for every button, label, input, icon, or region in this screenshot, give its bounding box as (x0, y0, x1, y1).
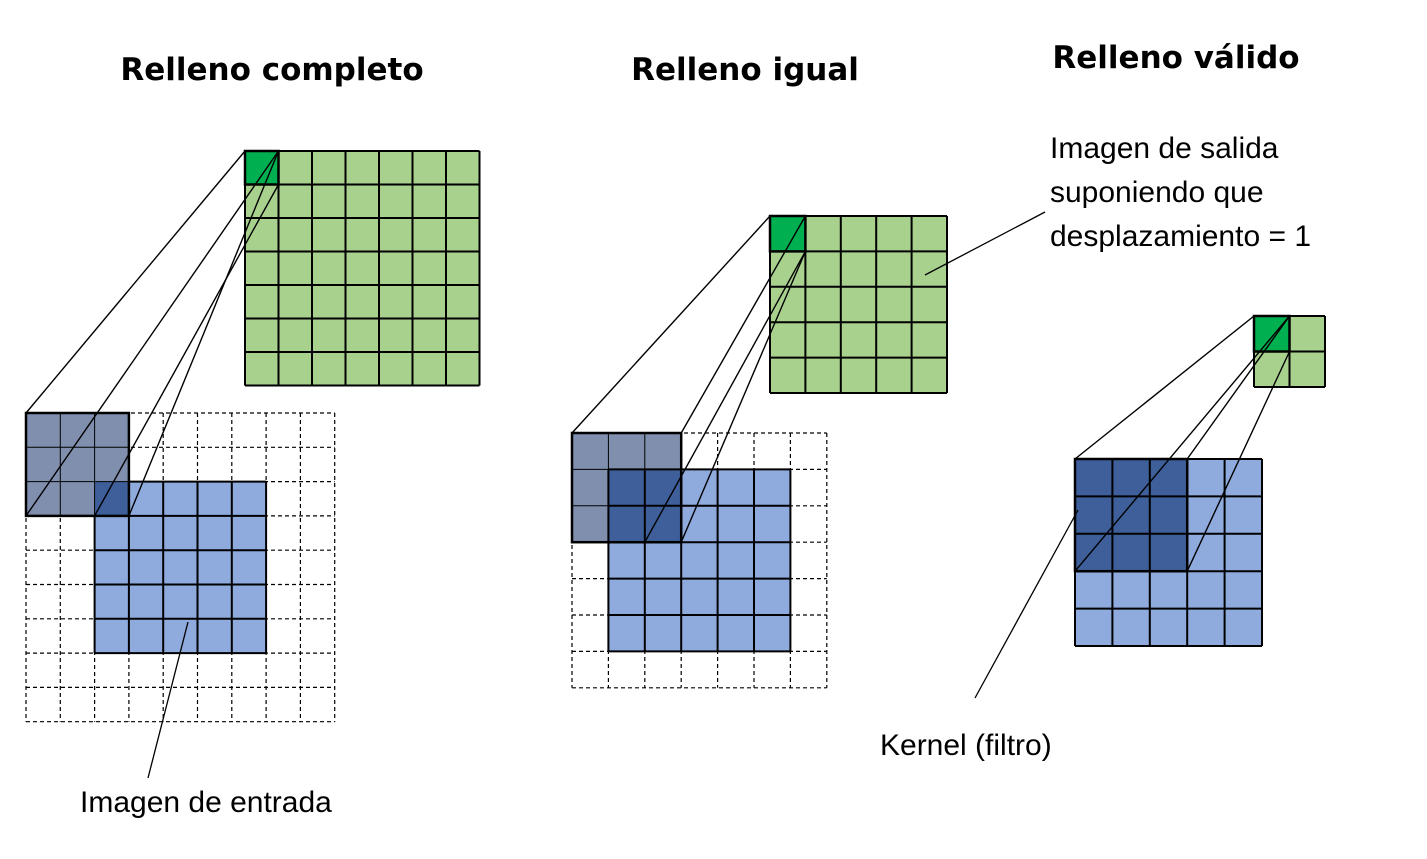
output-label-line-1: Imagen de salida (1050, 132, 1279, 165)
projection-line-2 (25, 150, 280, 517)
annotations (147, 211, 1079, 779)
title-same-padding: Relleno igual (631, 52, 859, 88)
input-label-leader (147, 621, 189, 779)
projection-line-3 (128, 150, 280, 517)
output-image-grid (769, 215, 948, 394)
panel-valid-padding (1073, 314, 1326, 647)
projection-line-2 (680, 215, 807, 434)
projection-line-4 (1186, 351, 1291, 572)
output-label-line-2: suponiendo que (1050, 176, 1264, 209)
projection-line-4 (93, 184, 280, 517)
projection-line-1 (1074, 315, 1255, 460)
kernel-area (1075, 459, 1188, 572)
projection-line-3 (1074, 315, 1291, 572)
title-valid-padding: Relleno válido (1052, 40, 1299, 76)
panel-full-padding (24, 149, 481, 723)
title-full-padding: Relleno completo (120, 52, 423, 88)
kernel-outline (24, 411, 131, 518)
kernel-overlap-cell (94, 481, 129, 516)
kernel-label-leader (974, 509, 1079, 699)
output-image-grid (244, 150, 481, 387)
output-active-cell (1252, 314, 1291, 353)
projection-line-1 (25, 150, 246, 414)
projection-line-1 (571, 215, 771, 434)
output-active-cell (243, 149, 280, 186)
output-label-line-3: desplazamiento = 1 (1050, 220, 1311, 253)
output-active-cell (768, 214, 807, 253)
input-image-label: Imagen de entrada (80, 786, 332, 819)
output-image-grid-fill (245, 151, 480, 386)
panel-same-padding (570, 214, 948, 689)
kernel-label: Kernel (filtro) (880, 729, 1052, 762)
projection-line-3 (680, 251, 807, 543)
output-label-leader (924, 211, 1046, 276)
projection-line-4 (644, 251, 807, 543)
kernel-outline (570, 431, 683, 544)
projection-line-2 (1186, 315, 1291, 460)
